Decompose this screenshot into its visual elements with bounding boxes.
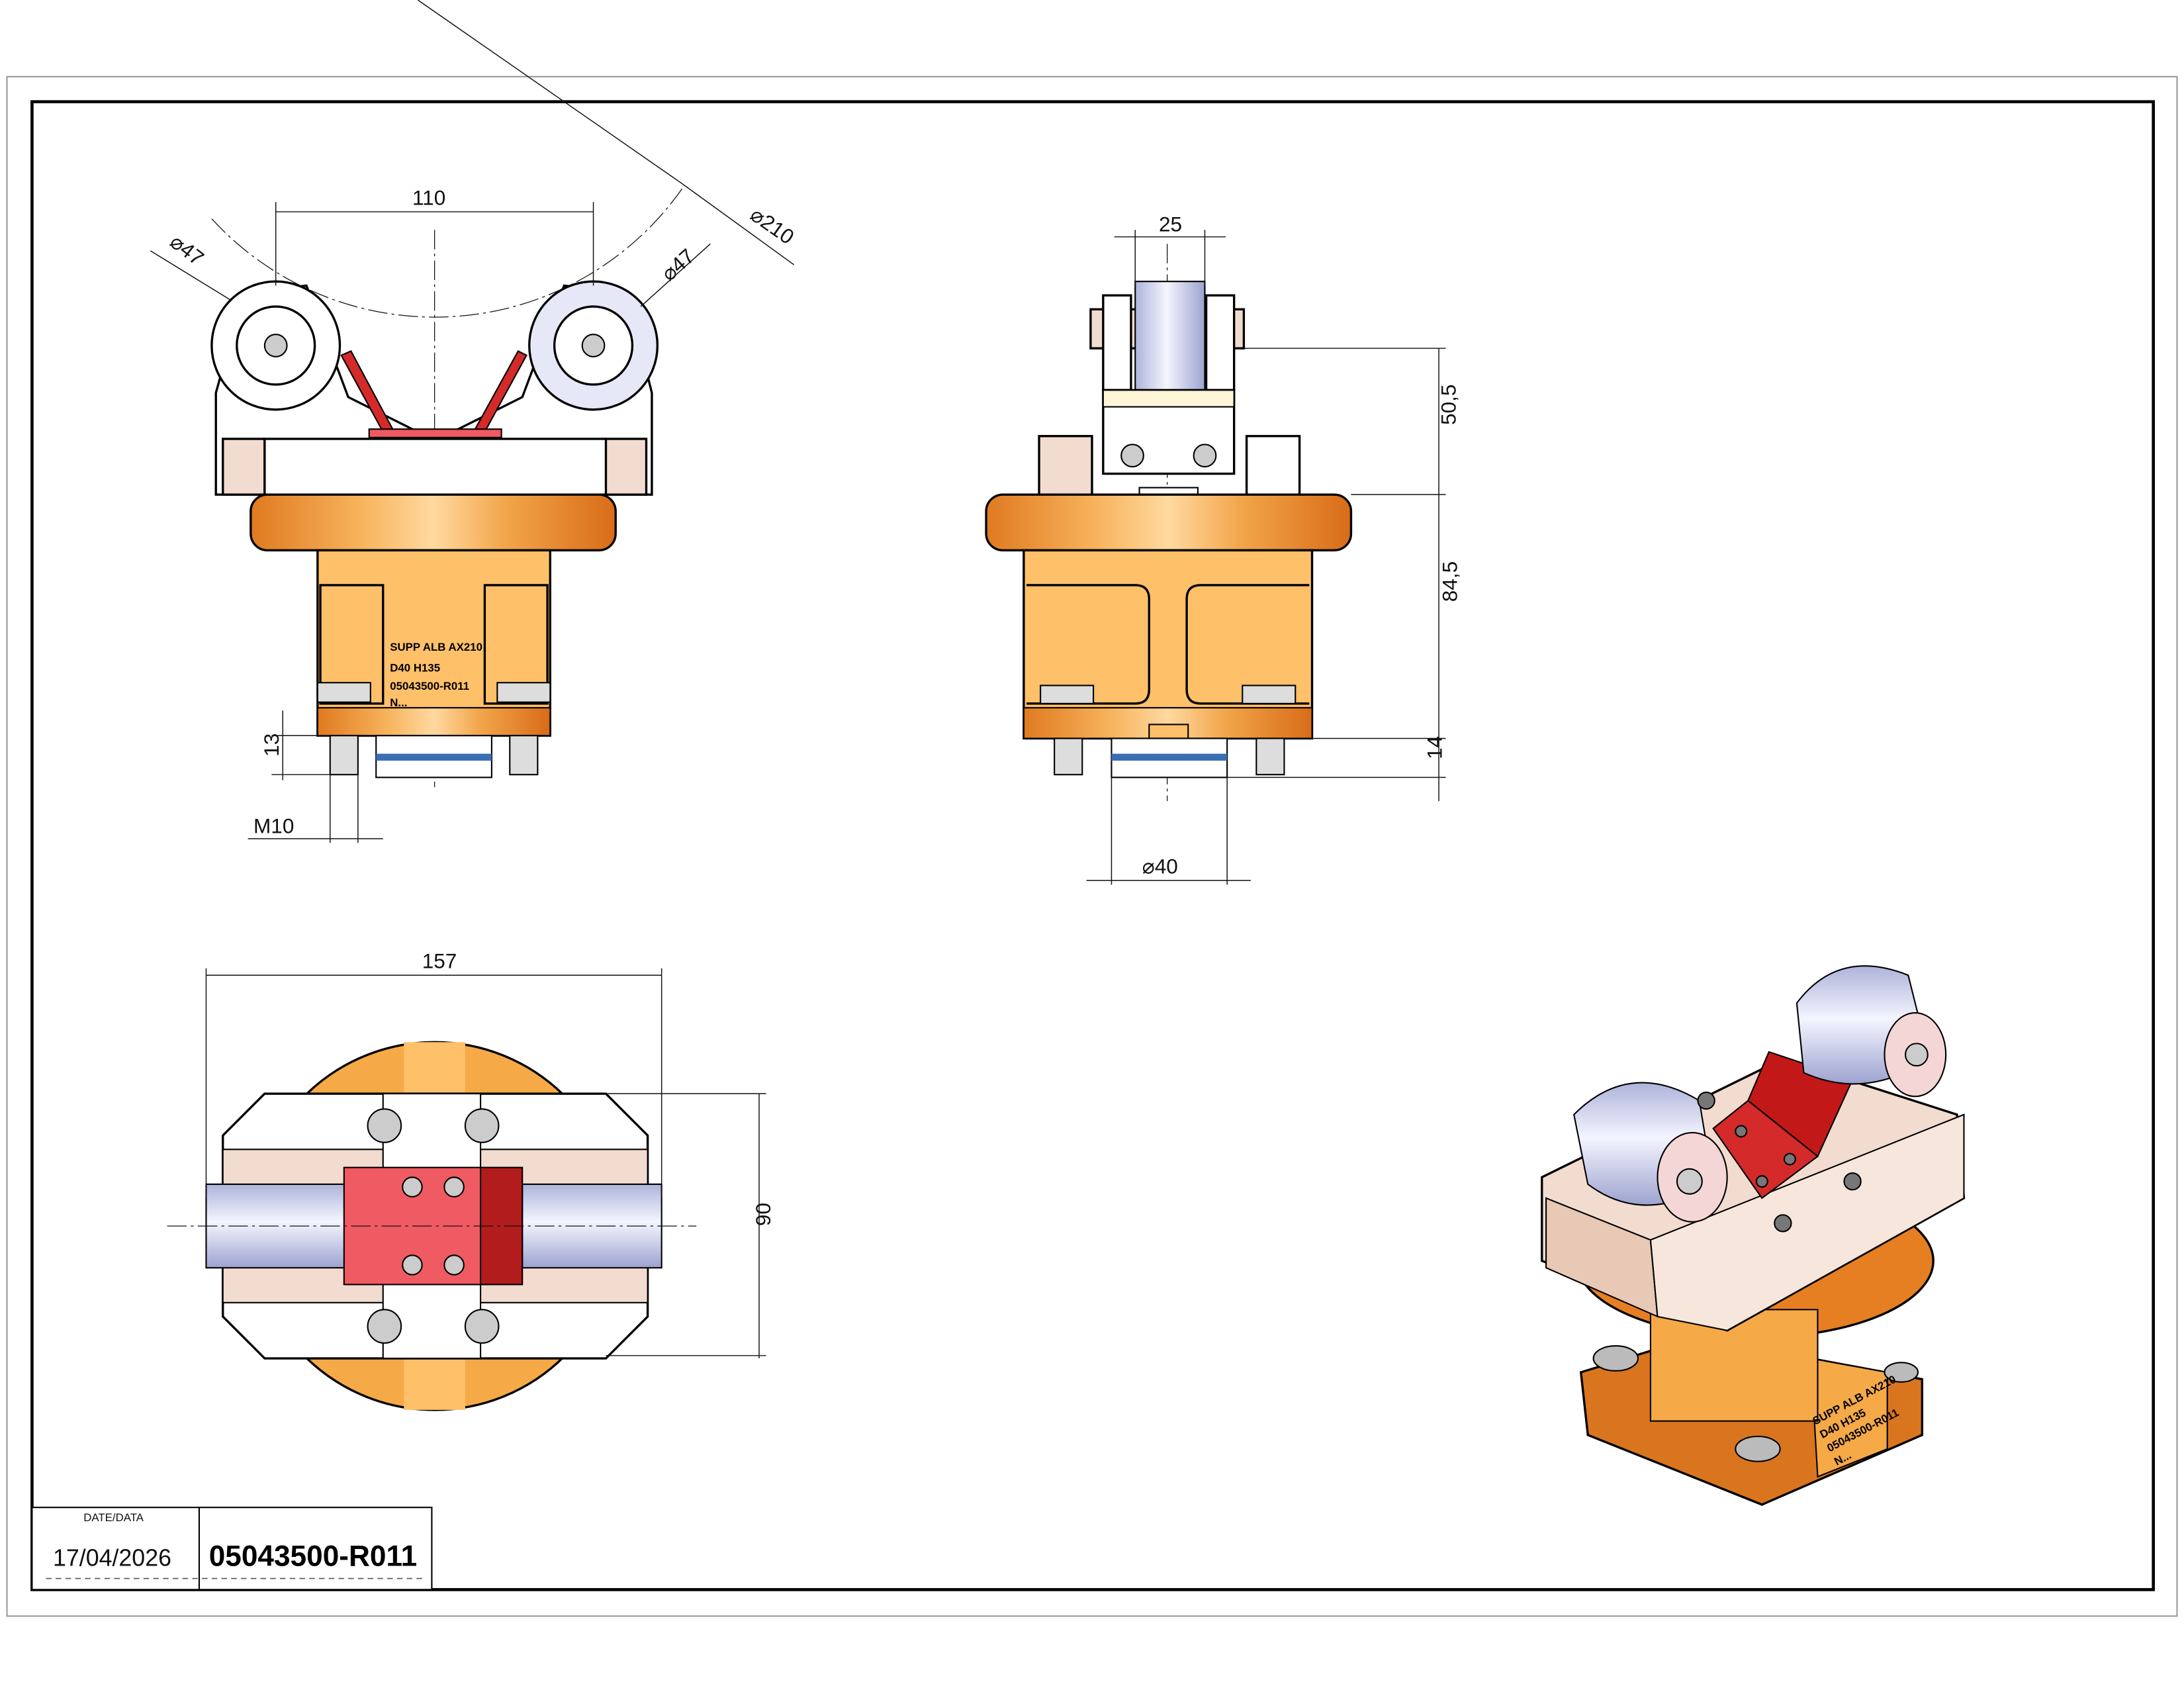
dim-40: ⌀40 [1142,855,1178,878]
engraving-line-2: D40 H135 [390,661,440,674]
dim-210: ⌀210 [746,202,798,249]
engraving-line-3: 05043500-R011 [390,680,469,692]
engraving: SUPP ALB AX210 D40 H135 05043500-R011 N.… [390,641,482,709]
dim-m10: M10 [253,814,294,838]
sheet-inner-border [30,100,2156,1591]
dim-47-right: ⌀47 [657,244,699,285]
dim-13: 13 [259,733,283,757]
front-view: SUPP ALB AX210 D40 H135 05043500-R011 N.… [150,183,799,843]
engraving-line-4: N... [390,696,407,709]
date-label: DATE/DATA [83,1511,144,1524]
engraving-line-1: SUPP ALB AX210 [390,641,482,653]
dim-50-5: 50,5 [1436,385,1460,425]
dim-157: 157 [422,949,457,973]
side-view: 25 50,5 84,5 14 ⌀40 [985,212,1461,885]
top-view: 157 90 [167,949,775,1411]
sheet-outer-border [6,75,2178,1617]
roller-right [528,280,659,411]
leader-line [417,0,683,185]
dim-25: 25 [1159,212,1182,236]
title-block: DATE/DATA 17/04/2026 05043500-R011 [31,1507,433,1591]
dim-14: 14 [1422,736,1446,759]
date-value: 17/04/2026 [53,1545,171,1571]
dim-84-5: 84,5 [1437,561,1461,602]
isometric-view: SUPP ALB AX210 D40 H135 05043500-R011 N.… [1541,965,1966,1506]
part-number: 05043500-R011 [209,1540,418,1573]
iso-roller-left [1573,1082,1728,1223]
roller-left [210,280,341,411]
iso-roller-right [1796,965,1947,1098]
arc-210-centerline [211,187,683,318]
dim-110: 110 [412,185,445,209]
dim-90: 90 [751,1203,775,1226]
